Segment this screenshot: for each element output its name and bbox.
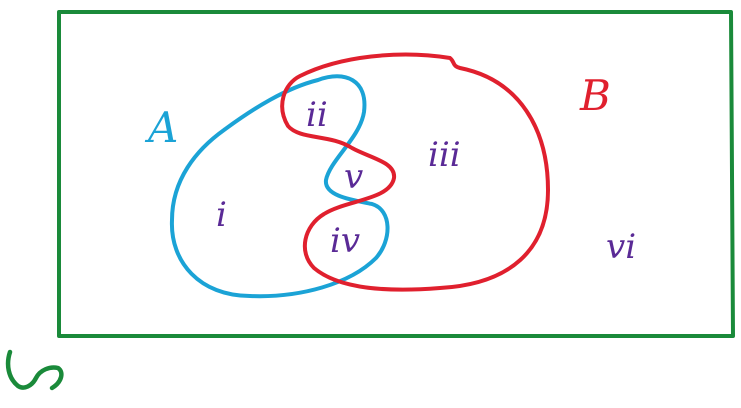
set-a-outline	[169, 74, 390, 299]
universe-label-s-glyph	[5, 349, 64, 391]
region-label-v: v	[344, 157, 363, 197]
universe-rectangle	[57, 10, 735, 338]
region-label-i: i	[216, 195, 227, 235]
region-label-ii: ii	[306, 95, 328, 135]
region-label-iii: iii	[428, 135, 461, 175]
set-b-label: B	[579, 71, 611, 120]
set-b-outline	[280, 52, 550, 292]
region-label-iv: iv	[330, 221, 360, 261]
universe-label: S	[0, 0, 1, 1]
region-label-vi: vi	[606, 227, 636, 267]
set-a-label: A	[144, 103, 178, 152]
